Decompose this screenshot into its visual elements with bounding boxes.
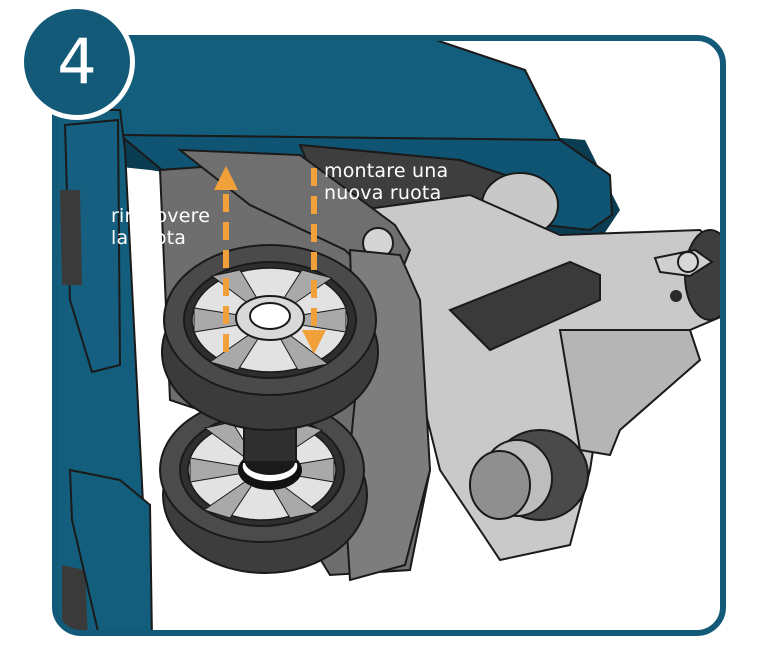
remove-wheel-label: rimuovere la ruota bbox=[111, 205, 210, 249]
pallet-truck-scene bbox=[55, 38, 723, 633]
arrow-up-dashed-icon bbox=[214, 166, 238, 352]
chassis-slot bbox=[448, 260, 601, 352]
bolt-hole bbox=[670, 290, 682, 302]
remove-wheel-label-line1: rimuovere bbox=[111, 205, 211, 227]
panel-border bbox=[52, 35, 726, 636]
frame-slot-upper bbox=[60, 190, 82, 285]
axle-stub bbox=[469, 450, 531, 520]
step-badge bbox=[24, 9, 130, 115]
upper-wheel bbox=[161, 244, 379, 431]
frame-slot-lower bbox=[62, 565, 88, 633]
mount-wheel-label-line1: montare una bbox=[324, 160, 449, 182]
mount-wheel-label: montare una nuova ruota bbox=[324, 160, 448, 204]
mount-wheel-label-line2: nuova ruota bbox=[324, 182, 442, 204]
frame-left-foot bbox=[68, 468, 154, 633]
remove-wheel-label-line2: la ruota bbox=[111, 227, 187, 249]
step-number: 4 bbox=[57, 25, 97, 98]
wing-bolt-head bbox=[677, 251, 699, 273]
arrow-down-dashed-icon bbox=[302, 168, 326, 354]
